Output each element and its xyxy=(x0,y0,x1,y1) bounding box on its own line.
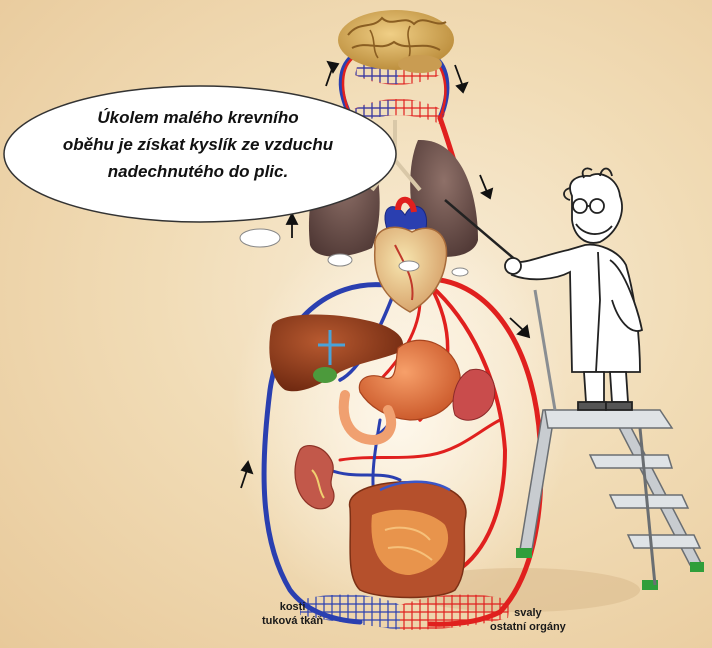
bubble-line-1: Úkolem malého krevního xyxy=(28,104,368,131)
brain xyxy=(338,10,454,73)
label-fat-tissue: tuková tkáň xyxy=(262,614,323,628)
label-bones-fat: kosti tuková tkáň xyxy=(262,600,323,628)
speech-bubble-text: Úkolem malého krevního oběhu je získat k… xyxy=(28,104,368,185)
label-muscles-organs: svaly ostatní orgány xyxy=(490,606,566,634)
label-muscles: svaly xyxy=(490,606,566,620)
label-other-organs: ostatní orgány xyxy=(490,620,566,634)
bubble-line-3: nadechnutého do plic. xyxy=(28,158,368,185)
intestines xyxy=(350,482,466,598)
bubble-line-2: oběhu je získat kyslík ze vzduchu xyxy=(28,131,368,158)
label-bones: kosti xyxy=(262,600,323,614)
